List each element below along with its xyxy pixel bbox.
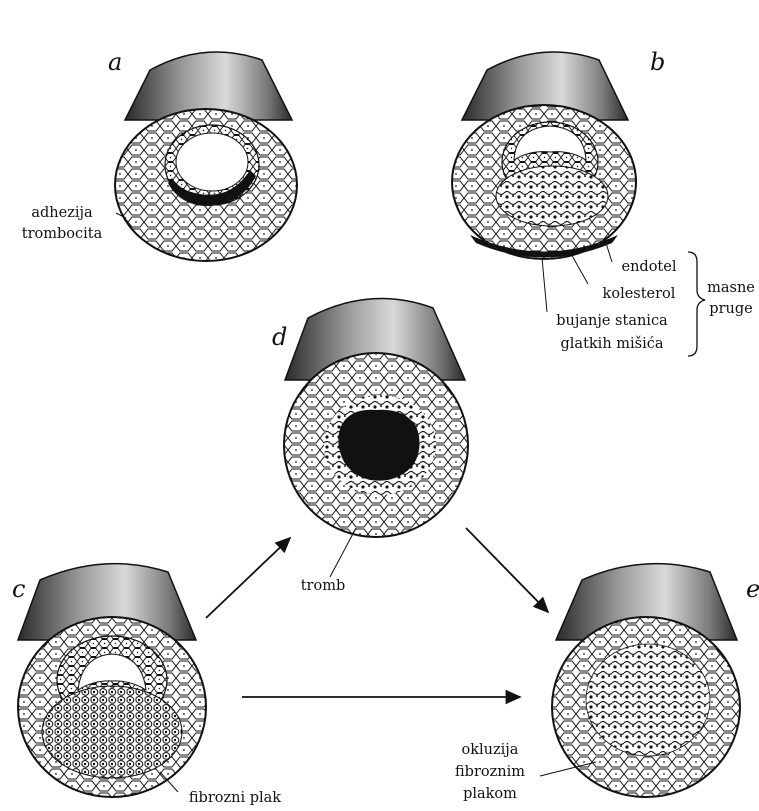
label-glatkih-misica: glatkih mišića bbox=[561, 335, 664, 352]
leader-kolesterol bbox=[570, 252, 588, 284]
fatty-streak-b bbox=[496, 166, 608, 226]
label-fibroznim: fibroznim bbox=[455, 764, 525, 780]
fibrous-plaque-c bbox=[42, 686, 182, 778]
label-okluzija: okluzija bbox=[462, 742, 519, 758]
panel-c: c fibrozni plak bbox=[12, 564, 281, 806]
leader-bujanje bbox=[542, 258, 547, 312]
label-fibrozni-plak: fibrozni plak bbox=[189, 790, 281, 806]
label-masne: masne bbox=[707, 280, 755, 296]
panel-letter-d: d bbox=[272, 323, 287, 351]
lumen-a bbox=[176, 133, 248, 191]
panel-d: d tromb bbox=[272, 299, 468, 594]
label-endotel: endotel bbox=[622, 259, 677, 275]
panel-letter-c: c bbox=[12, 575, 25, 603]
arrow-d-to-e bbox=[466, 528, 548, 612]
bracket-icon bbox=[688, 252, 705, 356]
panel-letter-b: b bbox=[650, 48, 665, 76]
panel-letter-e: e bbox=[746, 575, 759, 603]
arrow-c-to-d bbox=[206, 538, 290, 618]
label-adhezija: adhezija bbox=[31, 205, 93, 221]
thrombus-mass-icon bbox=[338, 410, 419, 481]
leader-tromb bbox=[330, 528, 356, 577]
label-bujanje-stanica: bujanje stanica bbox=[556, 313, 668, 329]
label-kolesterol: kolesterol bbox=[603, 286, 676, 302]
panel-letter-a: a bbox=[108, 48, 122, 76]
panel-e: e okluzija fibroznim plakom bbox=[455, 564, 759, 802]
label-tromb: tromb bbox=[301, 578, 346, 594]
occlusion-plaque-e bbox=[586, 644, 710, 756]
panel-b: b endotel kolesterol bujanje stanica gla… bbox=[452, 48, 755, 356]
label-pruge: pruge bbox=[709, 301, 752, 317]
label-trombocita: trombocita bbox=[22, 226, 103, 242]
label-plakom: plakom bbox=[463, 786, 517, 802]
panel-a: a adhezija trombocita bbox=[22, 48, 297, 261]
